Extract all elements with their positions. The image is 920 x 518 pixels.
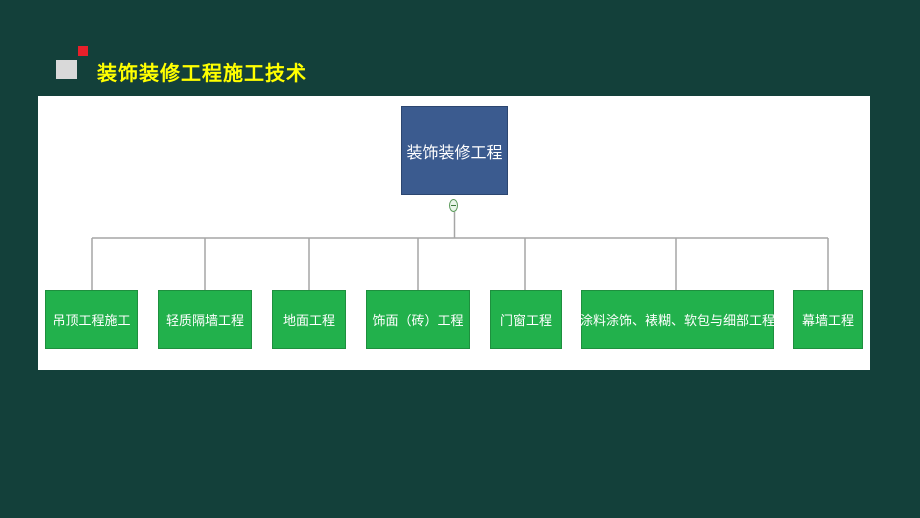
collapse-toggle-icon[interactable] bbox=[449, 199, 458, 212]
title-bullet-icon bbox=[56, 46, 88, 79]
root-node[interactable]: 装饰装修工程 bbox=[401, 106, 508, 195]
child-node-floor[interactable]: 地面工程 bbox=[272, 290, 346, 349]
child-node-curtain-wall[interactable]: 幕墙工程 bbox=[793, 290, 863, 349]
child-node-partition[interactable]: 轻质隔墙工程 bbox=[158, 290, 252, 349]
child-node-ceiling[interactable]: 吊顶工程施工 bbox=[45, 290, 138, 349]
red-square-icon bbox=[78, 46, 88, 56]
connector-lines bbox=[91, 212, 829, 290]
child-node-doors-windows[interactable]: 门窗工程 bbox=[490, 290, 562, 349]
child-node-coating[interactable]: 涂料涂饰、裱糊、软包与细部工程 bbox=[580, 290, 775, 349]
org-chart-panel: 装饰装修工程 吊顶工程施工 轻质隔墙工程 地面工程 饰面（砖）工程 门窗工程 涂… bbox=[38, 96, 870, 370]
gray-square-icon bbox=[56, 60, 77, 79]
slide-title: 装饰装修工程施工技术 bbox=[97, 61, 307, 85]
child-node-facing[interactable]: 饰面（砖）工程 bbox=[366, 290, 470, 349]
